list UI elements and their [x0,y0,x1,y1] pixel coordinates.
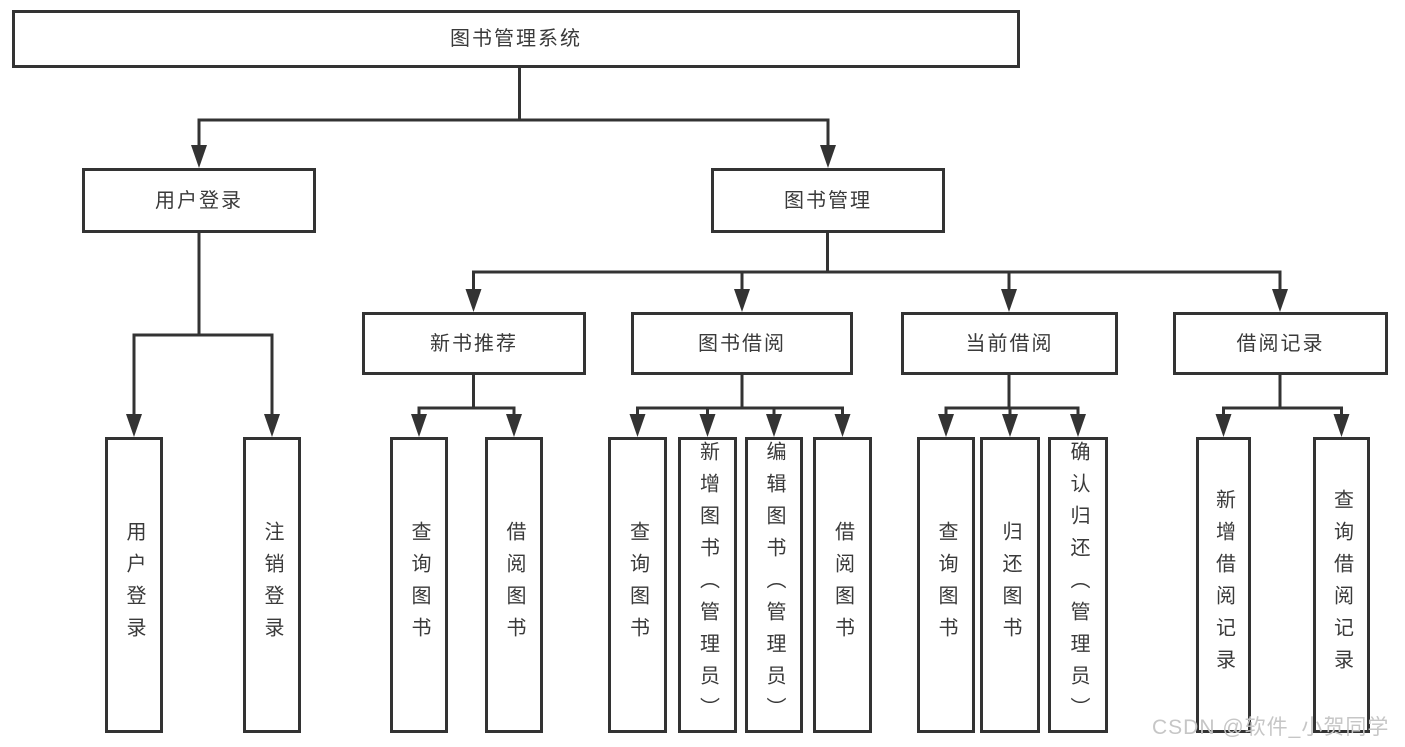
branch-borrow-records [1215,375,1350,437]
arrow-down-icon [1215,414,1232,437]
node-label: 借阅记录 [1236,332,1325,355]
node-label: 用户登录 [155,189,243,212]
node-label: 查询图书 [626,521,649,649]
arrow-down-icon [766,414,782,437]
node-label: 查询借阅记录 [1330,489,1353,681]
arrow-down-icon [411,414,427,437]
arrow-down-icon [465,289,482,312]
node-user-login-leaf: 用户登录 [105,437,163,733]
node-query-borrow-record: 查询借阅记录 [1313,437,1370,733]
arrow-down-icon [506,414,522,437]
node-label: 图书借阅 [698,332,786,355]
arrow-down-icon [1333,414,1350,437]
node-user-login: 用户登录 [82,168,316,233]
node-borrow-books-recommend: 借阅图书 [485,437,543,733]
node-edit-books-admin: 编辑图书（管理员） [745,437,803,733]
branch-root [191,68,836,168]
node-label: 归还图书 [999,521,1021,649]
node-label: 编辑图书（管理员） [763,441,785,729]
node-label: 借阅图书 [503,521,525,649]
arrow-down-icon [1001,289,1017,312]
node-return-books: 归还图书 [980,437,1040,733]
node-new-book-recommend: 新书推荐 [362,312,586,375]
branch-current-borrowing [938,375,1086,437]
node-label: 新书推荐 [430,332,518,355]
arrow-down-icon [820,145,836,168]
node-book-borrowing: 图书借阅 [631,312,853,375]
node-borrow-books-borrowing: 借阅图书 [813,437,872,733]
node-library-management-system: 图书管理系统 [12,10,1020,68]
node-borrow-records: 借阅记录 [1173,312,1388,375]
node-label: 查询图书 [408,521,430,649]
node-query-books-borrowing: 查询图书 [608,437,667,733]
node-label: 查询图书 [935,521,957,649]
node-logout: 注销登录 [243,437,301,733]
watermark: CSDN @软件_小贺同学 [1152,716,1390,739]
branch-new-book-recommend [411,375,522,437]
arrow-down-icon [264,414,280,437]
arrow-down-icon [1002,414,1018,437]
branch-book-management [465,233,1288,312]
arrow-down-icon [1272,289,1288,312]
node-label: 图书管理 [784,189,872,212]
node-label: 用户登录 [123,521,145,649]
arrow-down-icon [734,289,750,312]
arrow-down-icon [699,414,716,437]
arrow-down-icon [191,145,207,168]
arrow-down-icon [834,414,851,437]
node-query-books-recommend: 查询图书 [390,437,448,733]
node-add-books-admin: 新增图书（管理员） [678,437,737,733]
node-label: 借阅图书 [831,521,854,649]
node-label: 新增借阅记录 [1212,489,1235,681]
node-label: 当前借阅 [965,332,1054,355]
arrow-down-icon [629,414,646,437]
arrow-down-icon [938,414,954,437]
branch-book-borrowing [629,375,851,437]
node-book-management: 图书管理 [711,168,945,233]
branch-user-login [126,233,280,437]
node-query-books-current: 查询图书 [917,437,975,733]
node-label: 确认归还（管理员） [1067,441,1089,729]
node-label: 注销登录 [261,521,283,649]
node-add-borrow-record: 新增借阅记录 [1196,437,1251,733]
node-current-borrowing: 当前借阅 [901,312,1118,375]
node-label: 图书管理系统 [450,28,582,50]
arrow-down-icon [1070,414,1086,437]
node-confirm-return-admin: 确认归还（管理员） [1048,437,1108,733]
node-label: 新增图书（管理员） [696,441,719,729]
arrow-down-icon [126,414,142,437]
